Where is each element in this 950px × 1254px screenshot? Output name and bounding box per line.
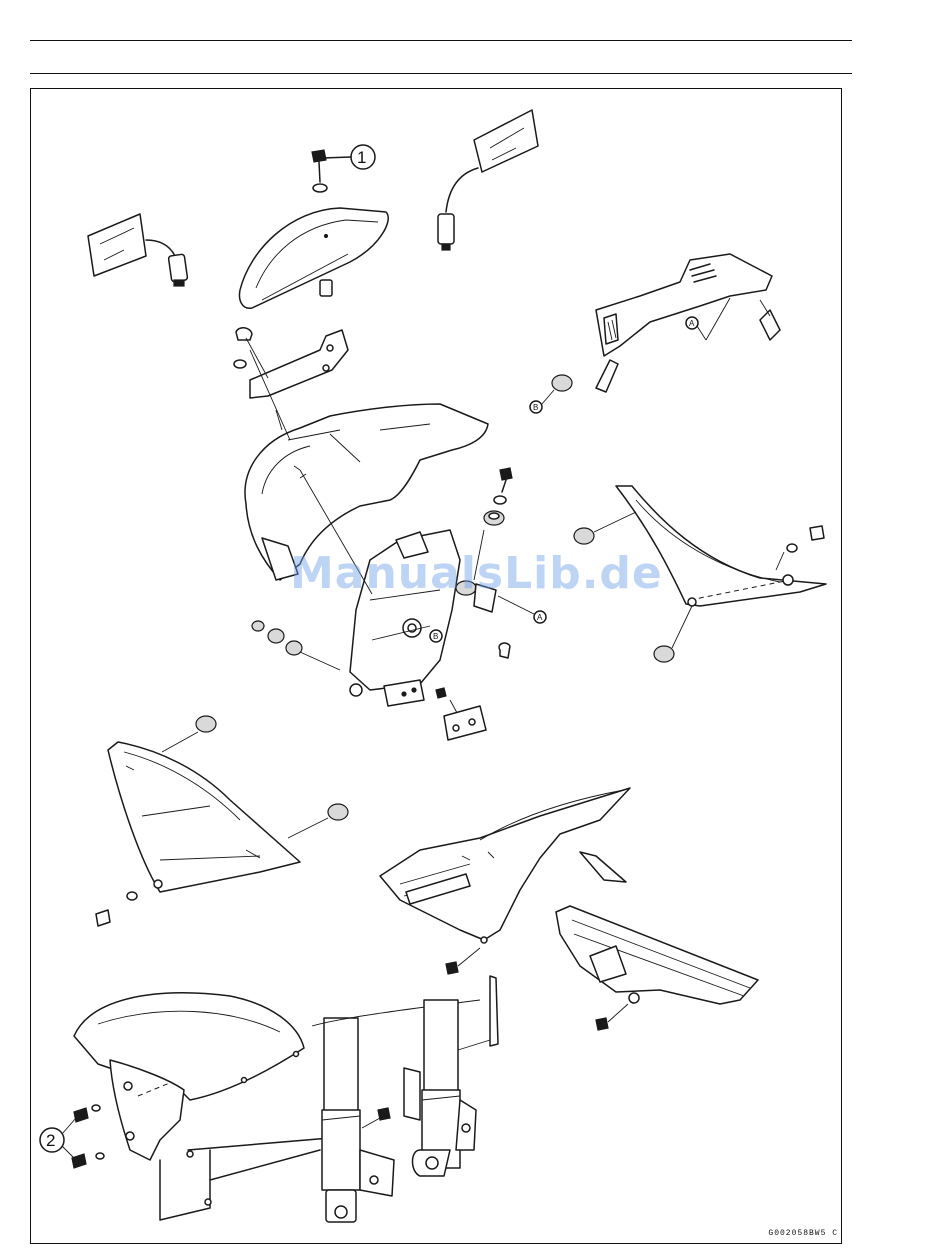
windshield-bracket <box>234 328 348 398</box>
ref-a-upper-label: A <box>689 319 695 328</box>
right-fork-leg <box>404 976 498 1176</box>
figure-code: G002058BW5 C <box>768 1229 838 1238</box>
left-side-panel <box>96 716 348 926</box>
callout-1: 1 <box>322 145 375 169</box>
watermark-text: ManualsLib.de <box>290 548 663 599</box>
left-side-hardware <box>252 621 302 655</box>
right-mirror <box>438 110 538 250</box>
ref-b-center: B <box>430 630 442 642</box>
ref-a-lower: A <box>498 596 546 623</box>
fender-brace <box>160 1138 330 1220</box>
ref-b-center-label: B <box>433 632 438 641</box>
windshield-screw <box>312 150 327 192</box>
front-fender <box>74 993 304 1160</box>
callout-1-label: 1 <box>357 148 366 167</box>
grommet-center-upper <box>484 468 512 525</box>
ref-a-lower-label: A <box>537 613 543 622</box>
left-mirror <box>88 214 188 286</box>
belly-pan-plate <box>556 906 758 1030</box>
callout-2: 2 <box>40 1105 104 1168</box>
lower-stay-bracket <box>436 688 486 740</box>
windshield <box>240 208 389 308</box>
right-inner-bracket <box>552 254 780 392</box>
ref-b-left-label: B <box>533 403 538 412</box>
callout-2-label: 2 <box>46 1131 55 1150</box>
ref-b-left: B <box>530 390 554 413</box>
